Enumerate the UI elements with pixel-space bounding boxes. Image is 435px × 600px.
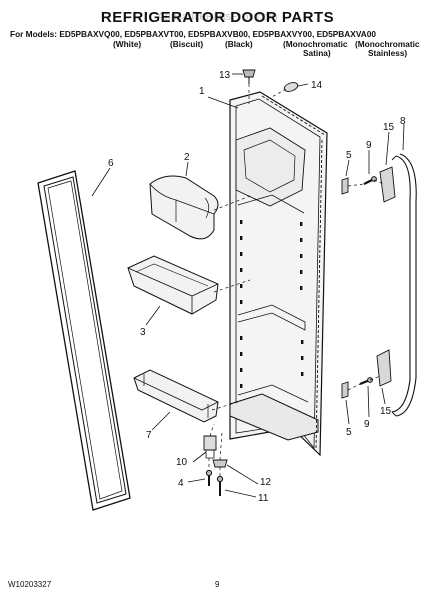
callout-9-top: 9	[366, 140, 372, 151]
variant-white: (White)	[113, 39, 142, 49]
variant-stainless-line2: Stainless)	[368, 48, 408, 58]
callout-5-top: 5	[346, 150, 352, 161]
models-line: For Models: ED5PBAXVQ00, ED5PBAXVT00, ED…	[10, 29, 376, 39]
callout-15-top: 15	[383, 122, 395, 133]
part-10-hinge-bushing[interactable]	[203, 435, 217, 459]
callout-11: 11	[258, 493, 269, 504]
callout-9-bottom: 9	[364, 419, 370, 430]
part-15-handle-end-cap-bottom[interactable]	[376, 349, 392, 387]
part-3-door-bin[interactable]	[127, 255, 219, 315]
part-5-bracket-bottom[interactable]	[341, 381, 349, 399]
variant-black: (Black)	[225, 39, 253, 49]
part-8-door-handle[interactable]	[391, 153, 417, 417]
part-11-screw[interactable]	[216, 475, 224, 496]
variant-mono-stainless: (Monochromatic	[355, 39, 420, 49]
part-4-screw[interactable]	[205, 469, 213, 486]
part-9-screw-bottom[interactable]	[359, 377, 373, 386]
page-title: REFRIGERATOR DOOR PARTS	[100, 9, 335, 26]
part-5-bracket-top[interactable]	[341, 177, 349, 195]
part-6-door-gasket[interactable]	[37, 170, 131, 511]
callout-6: 6	[108, 158, 114, 169]
callout-5-bottom: 5	[346, 427, 352, 438]
callout-4: 4	[178, 478, 184, 489]
part-15-handle-end-cap-top[interactable]	[379, 166, 396, 203]
part-7-door-bin[interactable]	[133, 369, 219, 423]
callout-2: 2	[184, 152, 190, 163]
callout-15-bottom: 15	[380, 406, 392, 417]
variant-biscuit: (Biscuit)	[170, 39, 204, 49]
callout-1: 1	[199, 86, 205, 97]
variant-mono-satina: (Monochromatic	[283, 39, 348, 49]
callout-7: 7	[146, 430, 152, 441]
part-12-washer[interactable]	[212, 459, 228, 468]
document-number: W10203327	[8, 580, 52, 589]
callout-8: 8	[400, 116, 406, 127]
callout-3: 3	[140, 327, 146, 338]
page-number: 9	[215, 580, 220, 589]
watermark: AppliancePartsPros.com	[157, 11, 278, 23]
callout-14: 14	[311, 80, 323, 91]
part-2-dairy-door[interactable]	[149, 175, 219, 240]
callout-12: 12	[260, 477, 272, 488]
part-14-cap[interactable]	[283, 81, 299, 93]
part-1-door-liner[interactable]	[229, 91, 328, 457]
variant-satina-line2: Satina)	[303, 48, 331, 58]
callout-10: 10	[176, 457, 188, 468]
part-13-plug[interactable]	[242, 69, 256, 84]
callout-13: 13	[219, 70, 231, 81]
